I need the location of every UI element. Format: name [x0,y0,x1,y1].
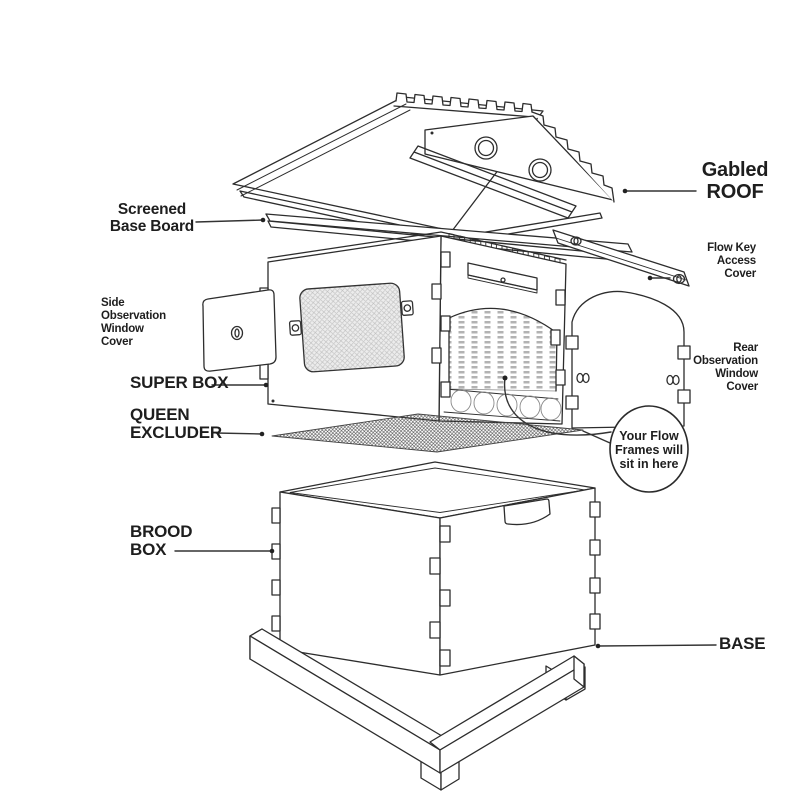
flow-frames-callout-bubble [609,405,689,493]
base-drawing [249,628,586,791]
queen-excluder-drawing [271,413,584,453]
label-queen-excluder: QUEEN EXCLUDER [130,405,222,443]
brood-box-drawing [271,461,601,676]
flow-key-access-cover-drawing [552,229,690,287]
super-box-drawing [259,231,567,425]
label-flow-key-access-cover: Flow Key Access Cover [707,242,756,280]
side-observation-window-cover-drawing [202,289,277,372]
label-side-observation-window-cover: Side Observation Window Cover [101,297,166,348]
label-rear-observation-window-cover: Rear Observation Window Cover [693,342,758,393]
label-screened-base-board: Screened Base Board [109,201,195,235]
label-gabled-roof: Gabled ROOF [701,159,769,203]
label-flow-frames-callout: Your Flow Frames will sit in here [614,429,684,471]
side-observation-window [288,282,414,373]
gabled-roof-drawing [232,92,615,244]
label-base: BASE [719,634,766,653]
label-super-box: SUPER BOX [130,373,229,392]
rear-observation-window-cover-drawing [565,290,691,429]
label-brood-box: BROOD BOX [130,522,193,560]
leader-lines [174,188,717,649]
